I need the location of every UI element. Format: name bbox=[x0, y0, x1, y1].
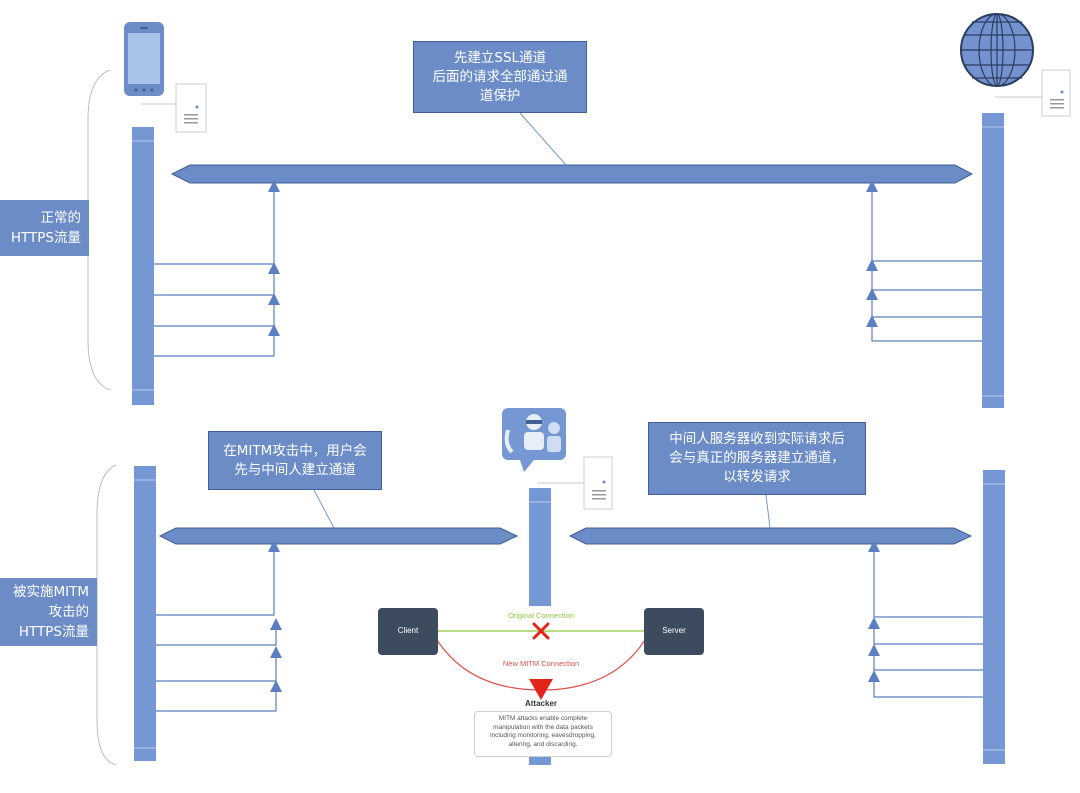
label-line: HTTPS流量 bbox=[10, 230, 81, 246]
note-line: 先与中间人建立通道 bbox=[234, 461, 356, 478]
attacker-icon bbox=[502, 408, 566, 472]
tunnel-attacker-server bbox=[568, 527, 973, 545]
attacker-label: Attacker bbox=[524, 699, 557, 708]
label-line: HTTPS流量 bbox=[18, 624, 89, 640]
description-line: including monitoring, eavesdropping, bbox=[490, 732, 596, 739]
note-line: 会与真正的服务器建立通道， bbox=[669, 450, 845, 466]
mitm-inset bbox=[378, 608, 704, 700]
callout-line bbox=[519, 112, 567, 166]
description-line: manipulation with the data packets bbox=[493, 723, 593, 731]
note-line: 先建立SSL通道 bbox=[453, 49, 547, 66]
note-line: 后面的请求全部通过通 bbox=[432, 68, 568, 85]
note-mitm-client: 在MITM攻击中，用户会 先与中间人建立通道 bbox=[208, 431, 382, 490]
lifeline-client-bottom bbox=[134, 466, 156, 761]
note-ssl-tunnel: 先建立SSL通道 后面的请求全部通过通 道保护 bbox=[413, 41, 587, 113]
brace-mitm bbox=[96, 464, 117, 766]
lifeline-server-top bbox=[982, 113, 1004, 408]
server-icon bbox=[175, 83, 207, 133]
note-line: 中间人服务器收到实际请求后 bbox=[669, 431, 845, 447]
lifeline-attacker-end bbox=[529, 757, 551, 765]
note-mitm-server: 中间人服务器收到实际请求后 会与真正的服务器建立通道， 以转发请求 bbox=[648, 422, 866, 495]
request-arrows-server-top bbox=[866, 180, 982, 342]
request-arrows-server-bottom bbox=[868, 540, 983, 698]
description-line: altering, and discarding. bbox=[508, 740, 578, 748]
lifeline-server-bottom bbox=[983, 470, 1005, 764]
server-node bbox=[644, 608, 704, 655]
description-line: MITM attacks enable complete bbox=[498, 715, 588, 722]
label-line: 攻击的 bbox=[48, 604, 90, 620]
callout-line bbox=[313, 489, 335, 529]
server-node-label: Server bbox=[662, 626, 686, 635]
ssl-tunnel bbox=[170, 164, 974, 184]
request-arrows-client-top bbox=[154, 180, 280, 357]
label-mitm-https: 被实施MITM 攻击的 HTTPS流量 bbox=[0, 578, 97, 646]
blocked-x-icon bbox=[532, 622, 550, 640]
new-connection-label: New MITM Connection bbox=[502, 659, 580, 668]
callout-line bbox=[765, 494, 771, 529]
note-line: 以转发请求 bbox=[723, 469, 791, 485]
client-node bbox=[378, 608, 438, 655]
brace-normal bbox=[87, 69, 111, 391]
server-icon bbox=[1041, 69, 1071, 117]
client-node-label: Client bbox=[397, 626, 419, 635]
mitm-description: MITM attacks enable complete manipulatio… bbox=[474, 711, 612, 757]
label-line: 被实施MITM bbox=[12, 584, 89, 600]
phone-icon bbox=[124, 22, 164, 96]
server-icon bbox=[583, 456, 613, 510]
note-line: 道保护 bbox=[479, 87, 521, 104]
tunnel-client-attacker bbox=[158, 527, 519, 545]
label-line: 正常的 bbox=[40, 210, 82, 226]
globe-icon bbox=[960, 13, 1034, 87]
lifeline-client-top bbox=[132, 127, 154, 405]
label-normal-https: 正常的 HTTPS流量 bbox=[0, 200, 89, 256]
note-line: 在MITM攻击中，用户会 bbox=[223, 442, 367, 459]
original-connection-label: Original Connection bbox=[508, 611, 574, 620]
attacker-triangle-icon bbox=[529, 679, 553, 700]
request-arrows-client-bottom bbox=[156, 540, 282, 712]
lifeline-attacker bbox=[529, 488, 551, 606]
